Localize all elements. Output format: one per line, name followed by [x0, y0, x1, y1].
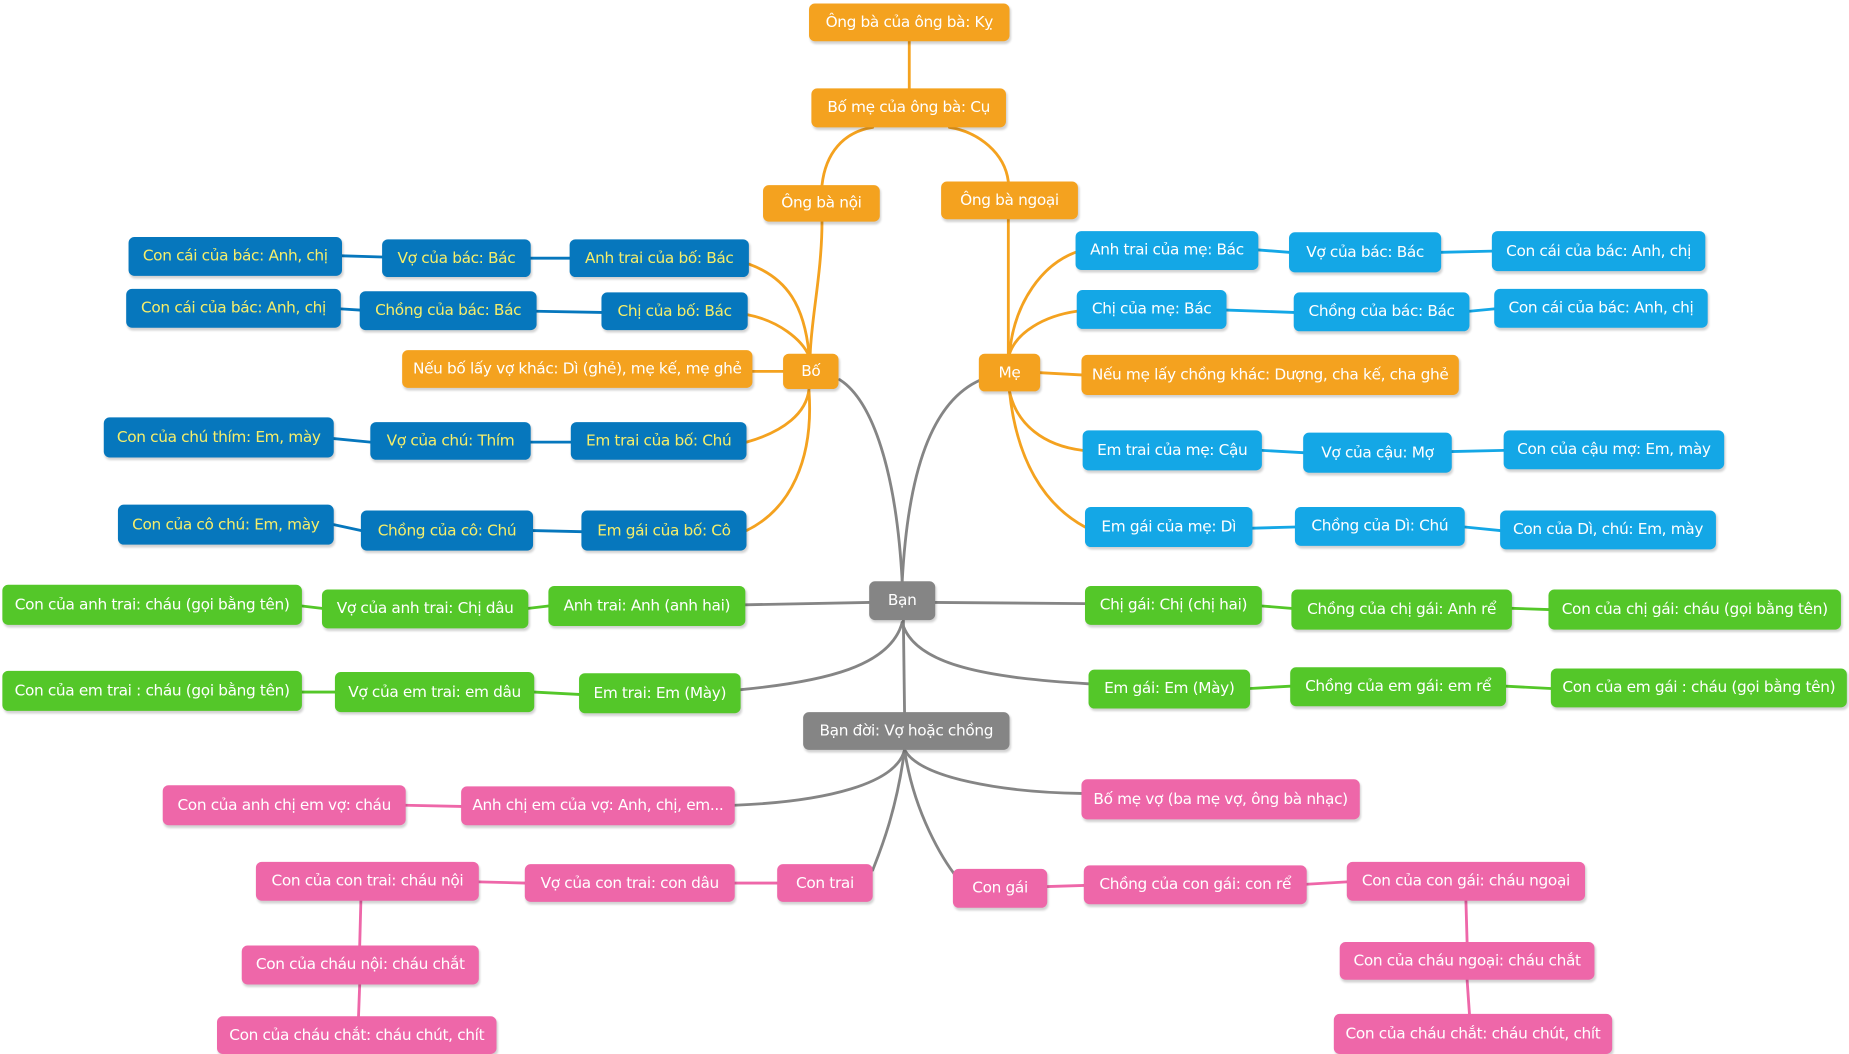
node-con-em-gai: Con của em gái : cháu (gọi bằng tên): [1550, 668, 1847, 708]
node-con-em-trai: Con của em trai : cháu (gọi bằng tên): [2, 670, 302, 711]
node-anh-chi-em-vo: Anh chị em của vợ: Anh, chị, em...: [461, 786, 735, 826]
node-chong-chi-gai: Chồng của chị gái: Anh rể: [1291, 589, 1512, 630]
node-ban-doi: Bạn đời: Vợ hoặc chồng: [803, 712, 1010, 750]
node-em-trai: Em trai: Em (Mày): [579, 673, 741, 714]
node-em-gai-me: Em gái của mẹ: Dì: [1084, 506, 1253, 548]
node-chi-me: Chị của mẹ: Bác: [1076, 290, 1227, 329]
node-ban: Bạn: [869, 581, 936, 621]
node-con-co-chu: Con của cô chú: Em, mày: [117, 504, 334, 545]
node-anh-trai-bo: Anh trai của bố: Bác: [569, 239, 749, 278]
node-con-chi-gai: Con của chị gái: cháu (gọi bằng tên): [1548, 589, 1841, 630]
node-bo-me-vo: Bố mẹ vợ (ba mẹ vợ, ông bà nhạc): [1081, 779, 1360, 820]
node-chat-noi: Con của cháu nội: cháu chắt: [241, 945, 479, 985]
node-con-bac-maternal-1: Con cái của bác: Anh, chị: [1491, 231, 1706, 272]
node-con-anh-chi-em-vo: Con của anh chị em vợ: cháu: [162, 785, 406, 826]
node-me: Mẹ: [978, 353, 1041, 392]
node-chong-di: Chồng của Dì: Chú: [1294, 506, 1465, 546]
node-vo-em-trai: Vợ của em trai: em dâu: [334, 672, 535, 713]
node-vo-bac-maternal: Vợ của bác: Bác: [1289, 232, 1442, 273]
ancestor-links: [745, 39, 1087, 532]
node-chong-co: Chồng của cô: Chú: [360, 510, 534, 551]
node-chau-noi: Con của con trai: cháu nội: [255, 861, 479, 901]
node-chat-ngoai: Con của cháu ngoại: cháu chắt: [1339, 941, 1595, 980]
node-me-lay-chong-khac: Nếu mẹ lấy chồng khác: Dượng, cha kế, ch…: [1081, 354, 1459, 395]
node-chong-bac-paternal: Chồng của bác: Bác: [359, 291, 537, 331]
node-anh-trai: Anh trai: Anh (anh hai): [548, 585, 746, 627]
node-con-anh-trai: Con của anh trai: cháu (gọi bằng tên): [2, 584, 302, 625]
node-ong-ba-ngoai: Ông bà ngoại: [941, 181, 1078, 220]
node-chi-bo: Chị của bố: Bác: [601, 292, 748, 331]
node-con-di-chu: Con của Dì, chú: Em, mày: [1500, 510, 1716, 550]
node-chi-gai: Chị gái: Chị (chị hai): [1084, 585, 1262, 625]
node-vo-bac-paternal: Vợ của bác: Bác: [382, 239, 531, 278]
node-em-trai-me: Em trai của mẹ: Cậu: [1082, 430, 1262, 471]
node-bo: Bố: [783, 353, 839, 390]
descendant-links: [357, 803, 1471, 1018]
node-ong-ba-noi: Ông bà nội: [763, 185, 880, 222]
node-ky: Ông bà của ông bà: Kỵ: [809, 3, 1010, 42]
node-em-trai-bo: Em trai của bố: Chú: [570, 422, 747, 460]
node-vo-anh-trai: Vợ của anh trai: Chị dâu: [321, 589, 529, 629]
node-chong-con-gai: Chồng của con gái: con rể: [1083, 865, 1307, 905]
node-vo-cau: Vợ của cậu: Mợ: [1303, 432, 1452, 473]
node-cu: Bố mẹ của ông bà: Cụ: [811, 88, 1006, 128]
node-con-bac-paternal-2: Con cái của bác: Anh, chị: [126, 288, 341, 328]
node-vo-chu: Vợ của chú: Thím: [370, 422, 531, 460]
center-links: [733, 378, 1090, 880]
node-chut-noi: Con của cháu chắt: cháu chút, chít: [216, 1016, 497, 1054]
node-con-gai: Con gái: [952, 868, 1048, 908]
maternal-links: [1225, 248, 1506, 532]
node-vo-con-trai: Vợ của con trai: con dâu: [524, 864, 735, 902]
node-chong-em-gai: Chồng của em gái: em rể: [1290, 667, 1507, 707]
node-chau-ngoai: Con của con gái: cháu ngoại: [1346, 861, 1586, 901]
node-con-bac-paternal-1: Con cái của bác: Anh, chị: [128, 236, 343, 276]
node-anh-trai-me: Anh trai của mẹ: Bác: [1075, 231, 1259, 270]
sibling-links: [300, 604, 1553, 696]
node-con-chu-thim: Con của chú thím: Em, mày: [103, 417, 334, 458]
node-bo-lay-vo-khac: Nếu bố lấy vợ khác: Dì (ghẻ), mẹ kế, mẹ …: [402, 350, 753, 388]
node-chut-ngoai: Con của cháu chắt: cháu chút, chít: [1333, 1013, 1613, 1054]
node-em-gai-bo: Em gái của bố: Cô: [581, 510, 747, 551]
node-em-gai: Em gái: Em (Mày): [1088, 669, 1251, 709]
node-con-trai: Con trai: [777, 864, 873, 902]
paternal-links: [332, 254, 603, 534]
node-con-bac-maternal-2: Con cái của bác: Anh, chị: [1494, 288, 1708, 328]
node-con-cau-mo: Con của cậu mợ: Em, mày: [1503, 430, 1725, 470]
node-chong-bac-maternal: Chồng của bác: Bác: [1293, 292, 1470, 332]
